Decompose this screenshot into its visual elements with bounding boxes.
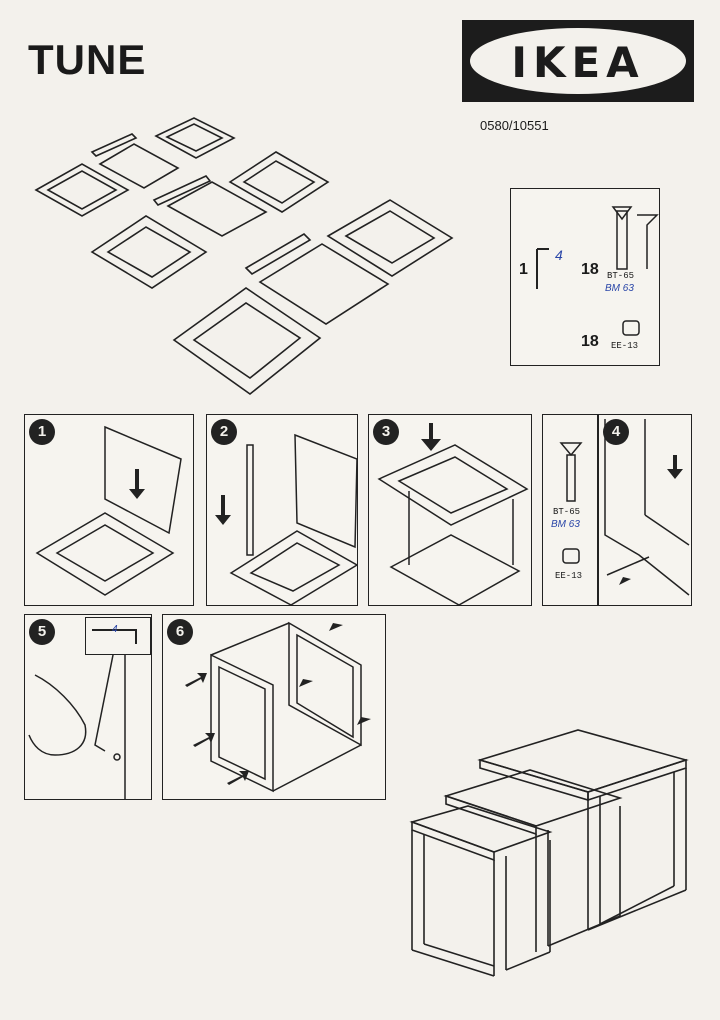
frame-part [90,215,208,289]
arrow-icon [299,679,313,687]
step-4-note: BM 63 [551,519,580,530]
rail-part [152,175,212,206]
allen-key-icon [94,644,116,752]
allen-key-qty: 1 [519,261,528,278]
step-3-panel: 3 [368,414,532,606]
step-5-drawing [28,644,126,799]
arrow-icon [185,673,207,687]
bolt-icon [559,442,583,457]
step-4-number: 4 [603,419,629,445]
step-2-panel: 2 [206,414,358,606]
allen-key-note: 4 [555,247,563,263]
step-3-drawing [377,423,529,605]
rail-part [244,232,312,276]
step-4-hardware: BT-65 BM 63 EE-13 [542,414,598,606]
frame-part [326,199,454,277]
hardware-box: 1 4 18 BT-65 BM 63 18 EE-13 [510,188,660,366]
arrow-icon [667,455,683,479]
bolt-icon [637,214,659,269]
step-4-panel: 4 [598,414,692,606]
step-4-hardware-drawing [559,442,583,564]
bolt-qty: 18 [581,261,599,278]
frame-part [154,117,236,159]
bolt-head [611,206,633,221]
barrel-nut-icon [562,548,580,564]
allen-key-icon [536,248,549,289]
parts-illustration [34,117,454,396]
allen-key-icon [92,629,137,644]
bolt-code: BT-65 [607,271,635,281]
panel-part [166,181,268,237]
bolt-note: BM 63 [605,283,634,294]
arrow-icon [227,771,249,785]
step-5-inset-drawing [92,629,137,644]
logo-text: IKEA [511,38,645,87]
ikea-logo: IKEA [462,20,694,102]
step-4-bolt-code: BT-65 [553,507,581,517]
step-6-number: 6 [167,619,193,645]
barrel-nut-icon [622,320,640,336]
nut-qty: 18 [581,333,599,350]
step-1-panel: 1 [24,414,194,606]
medium-table [443,769,623,952]
arrow-icon [329,623,343,631]
hand-icon [28,674,87,756]
hardware-drawing [536,206,659,336]
arrow-icon [357,717,371,725]
arrow-icon [215,495,231,525]
frame-part [228,151,330,213]
step-6-panel: 6 [162,614,386,800]
step-5-inset: 4 [85,617,151,655]
bolt-icon [616,210,628,270]
step-5-number: 5 [29,619,55,645]
large-table [477,729,689,931]
panel-part [258,243,390,325]
rail-part [90,133,138,157]
arrow-icon [619,577,631,585]
frame-part [34,163,130,217]
step-1-drawing [35,425,182,596]
arrow-icon [193,733,215,747]
step-2-drawing [215,433,357,605]
step-4-nut-code: EE-13 [555,571,583,581]
step-2-number: 2 [211,419,237,445]
frame-part [172,287,322,396]
step-1-number: 1 [29,419,55,445]
step-6-drawing [185,621,371,793]
logo-oval [470,28,686,94]
arrow-icon [129,469,145,499]
small-table [409,805,553,977]
step-5-note: 4 [112,624,118,635]
nut-code: EE-13 [611,341,639,351]
panel-part [98,143,180,189]
arrow-icon [421,423,441,451]
step-3-number: 3 [373,419,399,445]
document-code: 0580/10551 [480,118,549,133]
product-title: TUNE [28,36,147,83]
step-4-drawing [604,419,690,596]
step-5-panel: 5 4 [24,614,152,800]
